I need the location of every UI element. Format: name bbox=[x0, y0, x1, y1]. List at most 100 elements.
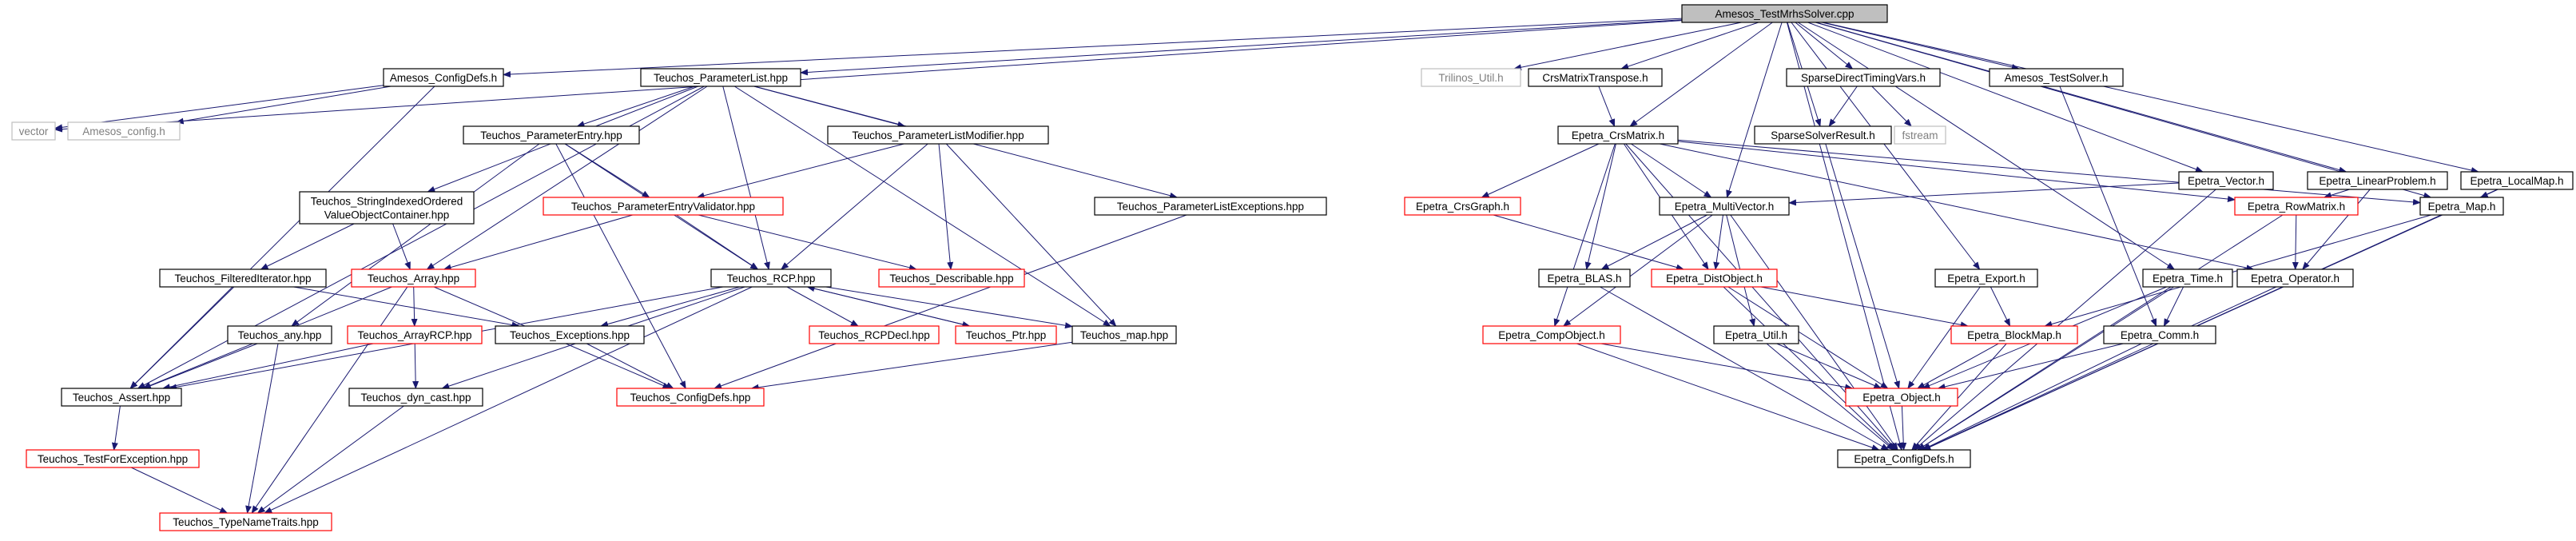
node-fstream[interactable]: fstream bbox=[1894, 125, 1946, 145]
edge-e_compobject-to-e_configdefs bbox=[1576, 343, 1880, 451]
node-e_blockmap[interactable]: Epetra_BlockMap.h bbox=[1950, 325, 2078, 344]
node-t_configdefs[interactable]: Teuchos_ConfigDefs.hpp bbox=[616, 388, 765, 407]
node-e_export[interactable]: Epetra_Export.h bbox=[1934, 269, 2038, 288]
node-t_ptr[interactable]: Teuchos_Ptr.hpp bbox=[955, 325, 1057, 344]
edge-e_multivector-to-e_distobject bbox=[1713, 214, 1723, 270]
node-e_distobject[interactable]: Epetra_DistObject.h bbox=[1651, 269, 1778, 288]
node-e_compobject[interactable]: Epetra_CompObject.h bbox=[1482, 325, 1621, 344]
edge-t_pev-to-t_rcp bbox=[676, 214, 759, 270]
edge-e_util-to-e_configdefs bbox=[1766, 343, 1894, 451]
node-t_dyncast[interactable]: Teuchos_dyn_cast.hpp bbox=[348, 388, 483, 407]
node-root[interactable]: Amesos_TestMrhsSolver.cpp bbox=[1681, 4, 1888, 23]
edge-t_paramlist-to-t_rcp bbox=[722, 86, 770, 270]
node-crsmt[interactable]: CrsMatrixTranspose.h bbox=[1528, 68, 1663, 87]
node-label: CrsMatrixTranspose.h bbox=[1542, 72, 1648, 84]
node-box bbox=[616, 388, 765, 407]
node-label: Epetra_Vector.h bbox=[2188, 175, 2264, 187]
node-amesos_testsolver[interactable]: Amesos_TestSolver.h bbox=[1989, 68, 2124, 87]
node-e_vector[interactable]: Epetra_Vector.h bbox=[2178, 171, 2274, 190]
edge-t_filtiter-to-t_exceptions bbox=[293, 286, 520, 328]
edge-e_linprob-to-e_operator bbox=[2302, 189, 2371, 270]
edge-root-to-e_vector bbox=[1807, 22, 2204, 173]
node-box bbox=[1989, 68, 2124, 87]
node-box bbox=[347, 325, 483, 344]
node-t_any[interactable]: Teuchos_any.hpp bbox=[227, 325, 332, 344]
node-e_blas[interactable]: Epetra_BLAS.h bbox=[1538, 269, 1631, 288]
node-label: Epetra_Util.h bbox=[1725, 329, 1787, 341]
node-t_tnt[interactable]: Teuchos_TypeNameTraits.hpp bbox=[159, 512, 332, 531]
node-e_configdefs[interactable]: Epetra_ConfigDefs.h bbox=[1837, 449, 1971, 468]
node-e_rowmatrix[interactable]: Epetra_RowMatrix.h bbox=[2234, 197, 2359, 216]
node-t_map[interactable]: Teuchos_map.hpp bbox=[1071, 325, 1177, 344]
node-box bbox=[2460, 171, 2574, 190]
node-e_crsgraph[interactable]: Epetra_CrsGraph.h bbox=[1404, 197, 1521, 216]
edge-e_time-to-e_comm bbox=[2163, 286, 2184, 327]
node-t_rcpdecl[interactable]: Teuchos_RCPDecl.hpp bbox=[809, 325, 940, 344]
edge-root-to-crsmt bbox=[1620, 22, 1759, 70]
node-vector[interactable]: vector bbox=[11, 121, 56, 141]
node-t_array[interactable]: Teuchos_Array.hpp bbox=[351, 269, 476, 288]
node-trilinos_util[interactable]: Trilinos_Util.h bbox=[1421, 68, 1521, 87]
node-t_arrayrcp[interactable]: Teuchos_ArrayRCP.hpp bbox=[347, 325, 483, 344]
node-ssr[interactable]: SparseSolverResult.h bbox=[1754, 125, 1892, 145]
node-e_linprob[interactable]: Epetra_LinearProblem.h bbox=[2307, 171, 2448, 190]
node-label: Amesos_config.h bbox=[82, 125, 165, 137]
edge-crsmt-to-e_crsmatrix bbox=[1598, 86, 1616, 127]
node-e_comm[interactable]: Epetra_Comm.h bbox=[2103, 325, 2216, 344]
node-box bbox=[1651, 269, 1778, 288]
node-t_tfe[interactable]: Teuchos_TestForException.hpp bbox=[26, 449, 200, 468]
node-t_rcp[interactable]: Teuchos_RCP.hpp bbox=[710, 269, 832, 288]
edge-e_object-to-e_configdefs bbox=[1900, 405, 1907, 451]
node-amesos_config[interactable]: Amesos_config.h bbox=[67, 121, 181, 141]
edge-t_any-to-t_assert bbox=[142, 343, 258, 389]
node-box bbox=[1557, 125, 1679, 145]
node-t_plexc[interactable]: Teuchos_ParameterListExceptions.hpp bbox=[1094, 197, 1327, 216]
node-e_time[interactable]: Epetra_Time.h bbox=[2142, 269, 2233, 288]
node-label: Amesos_ConfigDefs.h bbox=[390, 72, 497, 84]
node-box bbox=[2103, 325, 2216, 344]
node-e_localmap[interactable]: Epetra_LocalMap.h bbox=[2460, 171, 2574, 190]
node-t_pev[interactable]: Teuchos_ParameterEntryValidator.hpp bbox=[543, 197, 784, 216]
node-e_map[interactable]: Epetra_Map.h bbox=[2419, 197, 2504, 216]
edge-e_rowmatrix-to-e_configdefs bbox=[1917, 214, 2284, 451]
node-box bbox=[351, 269, 476, 288]
node-t_sioc[interactable]: Teuchos_StringIndexedOrderedValueObjectC… bbox=[299, 191, 475, 225]
edge-root-to-e_map bbox=[1815, 22, 2432, 199]
node-box bbox=[1404, 197, 1521, 216]
node-label: Teuchos_ArrayRCP.hpp bbox=[357, 329, 471, 341]
node-amesos_configdefs[interactable]: Amesos_ConfigDefs.h bbox=[383, 68, 504, 87]
edge-t_map-to-t_configdefs bbox=[750, 341, 1073, 391]
node-e_operator[interactable]: Epetra_Operator.h bbox=[2236, 269, 2354, 288]
node-e_object[interactable]: Epetra_Object.h bbox=[1845, 388, 1958, 407]
node-t_filtiter[interactable]: Teuchos_FilteredIterator.hpp bbox=[159, 269, 327, 288]
node-t_exceptions[interactable]: Teuchos_Exceptions.hpp bbox=[495, 325, 645, 344]
node-label: Teuchos_Assert.hpp bbox=[73, 392, 170, 404]
node-label: Amesos_TestMrhsSolver.cpp bbox=[1715, 8, 1854, 20]
node-t_paramlist[interactable]: Teuchos_ParameterList.hpp bbox=[640, 68, 801, 87]
node-box bbox=[710, 269, 832, 288]
edge-e_distobject-to-e_configdefs bbox=[1723, 286, 1896, 451]
node-box bbox=[1950, 325, 2078, 344]
node-e_multivector[interactable]: Epetra_MultiVector.h bbox=[1659, 197, 1790, 216]
node-label: Epetra_Time.h bbox=[2153, 272, 2223, 284]
edge-t_filtiter-to-t_assert bbox=[129, 286, 235, 389]
node-box bbox=[383, 68, 504, 87]
node-e_util[interactable]: Epetra_Util.h bbox=[1713, 325, 1799, 344]
node-t_describable[interactable]: Teuchos_Describable.hpp bbox=[878, 269, 1025, 288]
node-sdtv[interactable]: SparseDirectTimingVars.h bbox=[1786, 68, 1941, 87]
node-box bbox=[543, 197, 784, 216]
node-box bbox=[2234, 197, 2359, 216]
node-e_crsmatrix[interactable]: Epetra_CrsMatrix.h bbox=[1557, 125, 1679, 145]
node-t_assert[interactable]: Teuchos_Assert.hpp bbox=[61, 388, 182, 407]
node-t_plmodifier[interactable]: Teuchos_ParameterListModifier.hpp bbox=[827, 125, 1049, 145]
node-box bbox=[809, 325, 940, 344]
node-box bbox=[2236, 269, 2354, 288]
node-t_paramentry[interactable]: Teuchos_ParameterEntry.hpp bbox=[463, 125, 640, 145]
edge-e_compobject-to-e_object bbox=[1600, 343, 1854, 391]
edge-t_rcp-to-t_rcpdecl bbox=[786, 286, 859, 327]
edge-t_rcp-to-t_exceptions bbox=[600, 286, 741, 328]
node-label: Teuchos_TestForException.hpp bbox=[38, 453, 188, 465]
edge-amesos_configdefs-to-vector bbox=[54, 85, 384, 131]
node-box bbox=[1538, 269, 1631, 288]
edge-t_rcp-to-t_tnt bbox=[264, 286, 753, 514]
